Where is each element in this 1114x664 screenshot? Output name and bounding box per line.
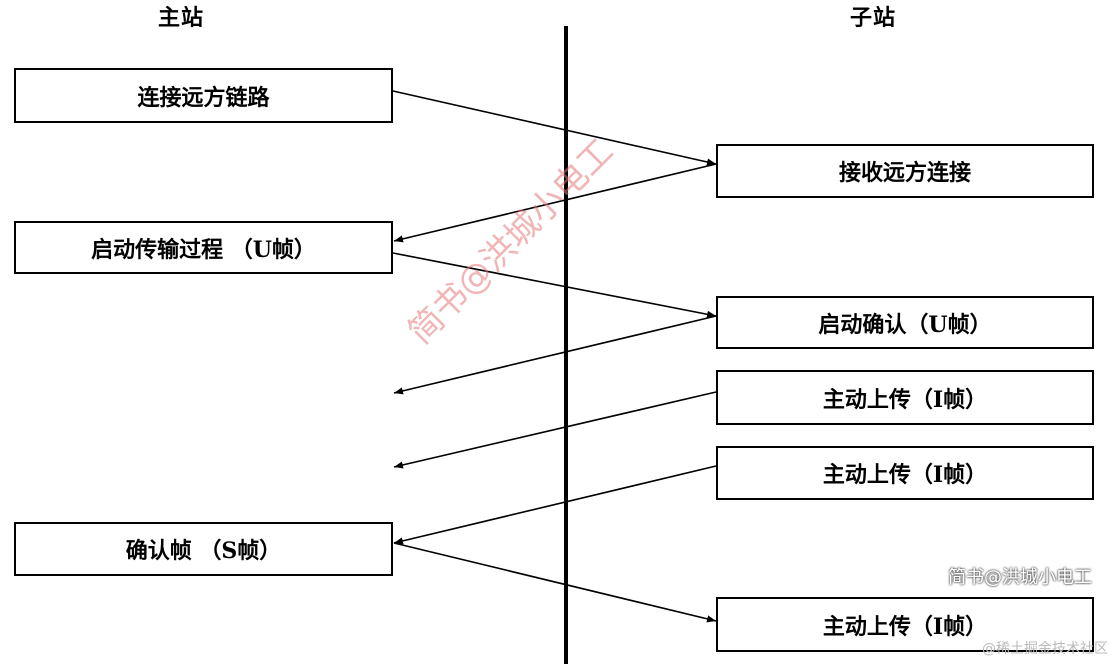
arrow-upload-1 xyxy=(393,391,717,469)
box-ack-s-frame: 确认帧 （S帧） xyxy=(14,522,393,576)
watermark-corner: 简书@洪城小电工 xyxy=(948,567,1092,588)
slave-station-heading: 子站 xyxy=(850,5,897,31)
box-connect-remote-link: 连接远方链路 xyxy=(14,68,393,123)
master-station-heading: 主站 xyxy=(158,5,205,31)
arrow-connect-request xyxy=(392,90,717,166)
box-start-confirm: 启动确认（U帧） xyxy=(716,296,1094,349)
arrow-upload-2 xyxy=(393,465,717,545)
arrow-s-frame-ack xyxy=(393,542,717,623)
watermark-footer: @稀土掘金技术社区 xyxy=(982,641,1108,657)
arrow-start-transfer xyxy=(392,252,717,318)
box-upload-i-frame-2: 主动上传（I帧） xyxy=(716,446,1094,500)
arrow-connect-accept xyxy=(393,163,717,243)
box-accept-remote-connection: 接收远方连接 xyxy=(716,144,1094,198)
box-start-transfer: 启动传输过程 （U帧） xyxy=(14,221,393,274)
box-upload-i-frame-1: 主动上传（I帧） xyxy=(716,370,1094,425)
arrow-start-confirm xyxy=(393,315,717,395)
box-upload-i-frame-3: 主动上传（I帧） xyxy=(716,597,1094,652)
